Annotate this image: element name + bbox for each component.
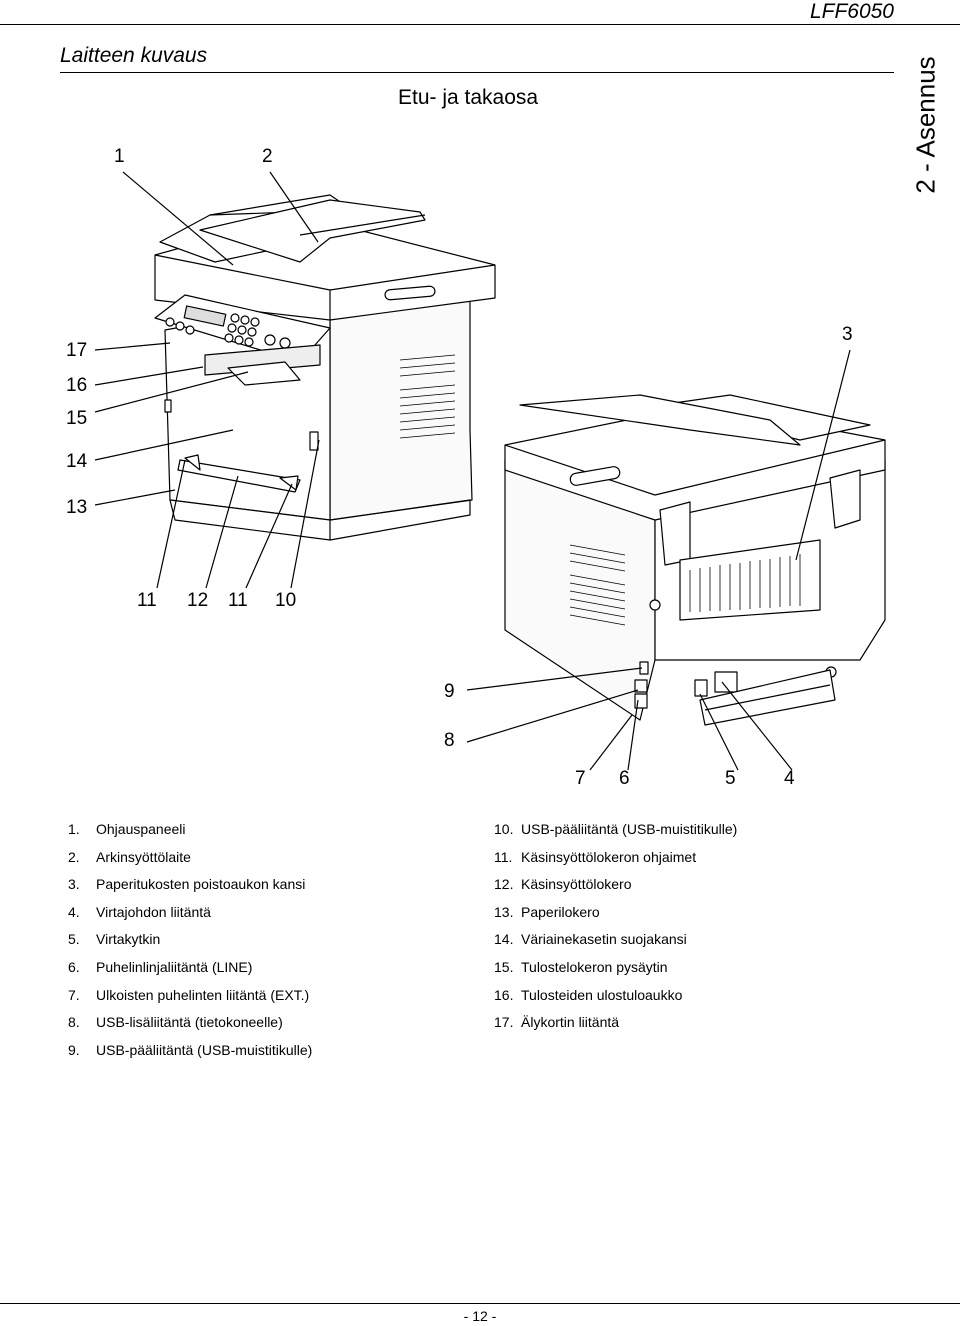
legend-num: 15. bbox=[494, 958, 514, 975]
legend-text: Ohjauspaneeli bbox=[96, 821, 186, 837]
callout-numbers: 1 2 3 4 5 6 7 8 9 10 11 12 11 13 14 15 1… bbox=[66, 146, 853, 789]
legend-text: USB-lisäliitäntä (tietokoneelle) bbox=[96, 1014, 283, 1031]
printer-figure: 1 2 3 4 5 6 7 8 9 10 11 12 11 13 14 15 1… bbox=[66, 146, 886, 789]
callout-17: 17 bbox=[66, 340, 87, 361]
legend-item: 17. Älykortin liitäntä bbox=[494, 1009, 737, 1037]
legend-item: 6. Puhelinlinjaliitäntä (LINE) bbox=[68, 954, 312, 982]
legend-item: 1. Ohjauspaneeli bbox=[68, 816, 312, 844]
legend-item: 5. Virtakytkin bbox=[68, 926, 312, 954]
legend-num: 16. bbox=[494, 986, 514, 1003]
callout-13: 13 bbox=[66, 497, 87, 518]
callout-11b: 11 bbox=[228, 590, 248, 611]
callout-lines bbox=[94, 171, 851, 771]
legend-text: Käsinsyöttölokero bbox=[521, 876, 632, 893]
figure-title: Etu- ja takaosa bbox=[398, 86, 539, 109]
callout-16: 16 bbox=[66, 375, 87, 396]
legend-text: Arkinsyöttölaite bbox=[96, 848, 191, 865]
callout-4: 4 bbox=[784, 768, 795, 789]
legend-item: 10. USB-pääliitäntä (USB-muistitikulle) bbox=[494, 816, 737, 844]
legend-left: 1. Ohjauspaneeli 2. Arkinsyöttölaite 3. Pap… bbox=[68, 816, 312, 1064]
callout-3: 3 bbox=[842, 324, 853, 345]
legend-item: 11. Käsinsyöttölokeron ohjaimet bbox=[494, 844, 737, 872]
legend-num: 2. bbox=[68, 848, 80, 865]
legend-item: 3. Paperitukosten poistoaukon kansi bbox=[68, 871, 312, 899]
legend-num: 17. bbox=[494, 1014, 514, 1031]
legend-text: Käsinsyöttölokeron ohjaimet bbox=[521, 848, 697, 865]
legend-num: 14. bbox=[494, 931, 514, 948]
front-printer-illustration bbox=[154, 194, 496, 541]
legend-item: 4. Virtajohdon liitäntä bbox=[68, 899, 312, 927]
legend-num: 10. bbox=[494, 821, 514, 837]
legend-item: 13. Paperilokero bbox=[494, 899, 737, 927]
legend-item: 16. Tulosteiden ulostuloaukko bbox=[494, 982, 737, 1010]
legend-text: USB-pääliitäntä (USB-muistitikulle) bbox=[96, 1041, 313, 1058]
legend-num: 13. bbox=[494, 903, 514, 920]
legend-item: 8. USB-lisäliitäntä (tietokoneelle) bbox=[68, 1009, 312, 1037]
section-rule bbox=[60, 72, 894, 73]
legend-text: Virtakytkin bbox=[96, 931, 161, 948]
callout-15: 15 bbox=[66, 408, 87, 429]
legend-item: 12. Käsinsyöttölokero bbox=[494, 871, 737, 899]
legend-item: 7. Ulkoisten puhelinten liitäntä (EXT.) bbox=[68, 982, 312, 1010]
footer-rule bbox=[0, 1303, 960, 1304]
legend-text: Älykortin liitäntä bbox=[521, 1014, 620, 1031]
legend-text: USB-pääliitäntä (USB-muistitikulle) bbox=[521, 821, 738, 837]
legend-item: 2. Arkinsyöttölaite bbox=[68, 844, 312, 872]
section-title: Laitteen kuvaus bbox=[60, 44, 208, 67]
callout-8: 8 bbox=[444, 730, 455, 751]
legend-num: 5. bbox=[68, 931, 80, 948]
callout-9: 9 bbox=[444, 681, 455, 702]
legend-item: 14. Väriainekasetin suojakansi bbox=[494, 926, 737, 954]
legend-num: 6. bbox=[68, 958, 80, 975]
legend-right: 10. USB-pääliitäntä (USB-muistitikulle) 1… bbox=[494, 816, 737, 1037]
callout-2: 2 bbox=[262, 146, 273, 167]
legend-num: 1. bbox=[68, 821, 80, 837]
legend-num: 11. bbox=[494, 848, 513, 865]
callout-10: 10 bbox=[275, 590, 296, 611]
legend-text: Väriainekasetin suojakansi bbox=[521, 931, 687, 948]
header-rule bbox=[0, 24, 960, 25]
callout-7: 7 bbox=[575, 768, 586, 789]
callout-6: 6 bbox=[619, 768, 630, 789]
legend-text: Paperitukosten poistoaukon kansi bbox=[96, 876, 306, 893]
legend-text: Virtajohdon liitäntä bbox=[96, 903, 211, 920]
callout-11: 11 bbox=[137, 590, 157, 611]
legend-text: Tulosteiden ulostuloaukko bbox=[521, 986, 683, 1003]
legend-item: 15. Tulostelokeron pysäytin bbox=[494, 954, 737, 982]
callout-14: 14 bbox=[66, 451, 88, 472]
callout-5: 5 bbox=[725, 768, 736, 789]
legend-num: 9. bbox=[68, 1041, 80, 1058]
page-number: - 12 - bbox=[463, 1308, 497, 1324]
legend-text: Tulostelokeron pysäytin bbox=[521, 958, 668, 975]
model-name: LFF6050 bbox=[809, 0, 894, 23]
legend-num: 7. bbox=[68, 986, 80, 1003]
callout-1: 1 bbox=[114, 146, 125, 167]
legend-text: Puhelinlinjaliitäntä (LINE) bbox=[96, 958, 253, 975]
legend-text: Ulkoisten puhelinten liitäntä (EXT.) bbox=[96, 986, 310, 1003]
legend-text: Paperilokero bbox=[521, 903, 600, 920]
legend-num: 3. bbox=[68, 876, 80, 893]
legend-num: 8. bbox=[68, 1014, 80, 1031]
callout-12: 12 bbox=[187, 590, 208, 611]
legend-num: 12. bbox=[494, 876, 514, 893]
legend-num: 4. bbox=[68, 903, 80, 920]
legend-item: 9. USB-pääliitäntä (USB-muistitikulle) bbox=[68, 1037, 312, 1065]
rear-printer-illustration bbox=[504, 394, 886, 726]
